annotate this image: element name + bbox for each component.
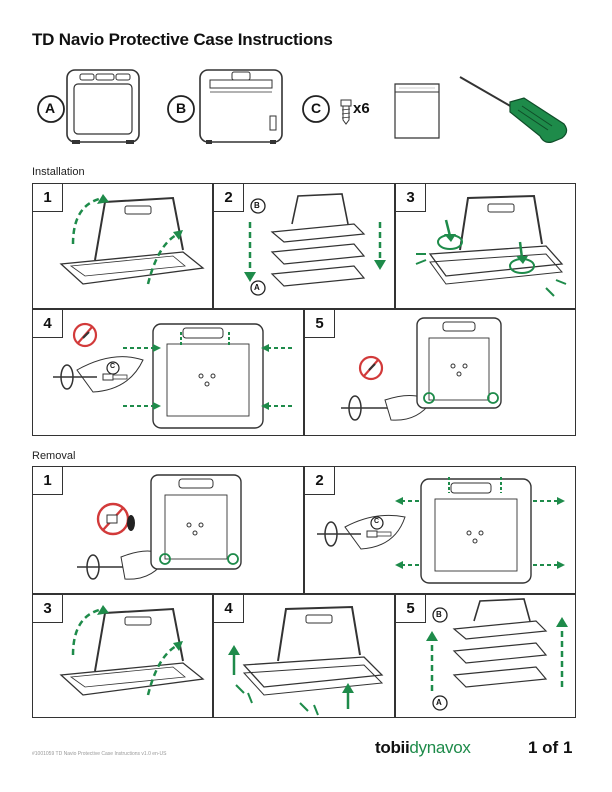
screw-install-illustration [53, 322, 295, 429]
remove-step-1-panel: 1 [32, 466, 304, 594]
case-fold-illustration [59, 605, 205, 696]
letter-a-badge: A [254, 283, 260, 292]
screw-c-label: C [374, 518, 380, 525]
step-number: 5 [305, 310, 335, 338]
document-title: TD Navio Protective Case Instructions [32, 30, 333, 49]
step-number: 1 [33, 184, 63, 212]
screw-icon [302, 95, 352, 125]
remove-step-5-panel: 5 B A [395, 594, 576, 718]
step-number: 4 [33, 310, 63, 338]
bag-icon [394, 83, 440, 139]
case-disassembly-illustration [426, 598, 568, 711]
case-unsnap-illustration [228, 605, 384, 716]
brand-logo: tobiidynavox [375, 738, 471, 758]
screw-tighten-illustration [341, 317, 502, 421]
install-step-5-panel: 5 [304, 309, 576, 436]
step-number: 3 [33, 595, 63, 623]
case-part-a-illustration [37, 69, 140, 144]
letter-b-badge: B [436, 610, 442, 619]
install-step-2-panel: 2 B A [213, 183, 395, 309]
step-number: 1 [33, 467, 63, 495]
part-a-label: A [45, 100, 56, 116]
step-number: 2 [305, 467, 335, 495]
case-part-b-illustration [167, 69, 283, 144]
step-number: 2 [214, 184, 244, 212]
letter-b-badge: B [254, 201, 260, 210]
case-snap-illustration [415, 194, 567, 297]
remove-step-4-panel: 4 [213, 594, 395, 718]
step-number: 5 [396, 595, 426, 623]
remove-step-2-panel: 2 C [304, 466, 576, 594]
case-assembly-illustration [244, 193, 386, 296]
remove-step-3-panel: 3 [32, 594, 213, 718]
screw-count: x6 [353, 100, 370, 117]
install-step-4-panel: 4 C [32, 309, 304, 436]
page-number: 1 of 1 [528, 738, 573, 757]
letter-a-badge: A [436, 698, 442, 707]
brand-dynavox: dynavox [409, 738, 471, 757]
document-code: #1001059 TD Navio Protective Case Instru… [32, 751, 167, 757]
case-tilt-illustration [59, 194, 205, 285]
screw-c-label: C [110, 363, 116, 370]
brand-tobii: tobii [375, 738, 410, 757]
part-c-label: C [311, 100, 322, 116]
screw-loosen-illustration [77, 474, 242, 580]
part-b-label: B [176, 100, 187, 116]
step-number: 4 [214, 595, 244, 623]
screw-remove-illustration [317, 477, 565, 584]
screwdriver-icon [459, 76, 568, 143]
parts-row: A B C x6 [32, 62, 592, 157]
removal-heading: Removal [32, 450, 76, 462]
install-step-3-panel: 3 [395, 183, 576, 309]
installation-heading: Installation [32, 166, 85, 178]
step-number: 3 [396, 184, 426, 212]
install-step-1-panel: 1 [32, 183, 213, 309]
